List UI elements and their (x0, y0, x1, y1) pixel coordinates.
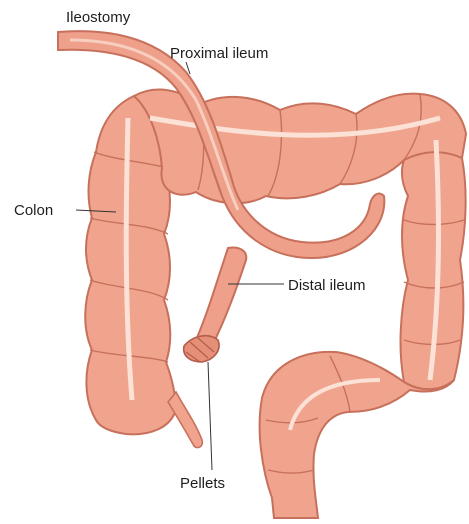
label-ileostomy: Ileostomy (66, 9, 131, 26)
label-distal-ileum: Distal ileum (288, 277, 366, 294)
pellets-leader (208, 362, 212, 470)
label-pellets: Pellets (180, 475, 225, 492)
appendix (168, 392, 202, 448)
colon-structure (85, 90, 466, 518)
pellets (184, 336, 219, 362)
distal-ileum-segment (196, 248, 246, 347)
label-colon: Colon (14, 202, 53, 219)
label-proximal-ileum: Proximal ileum (170, 45, 268, 62)
